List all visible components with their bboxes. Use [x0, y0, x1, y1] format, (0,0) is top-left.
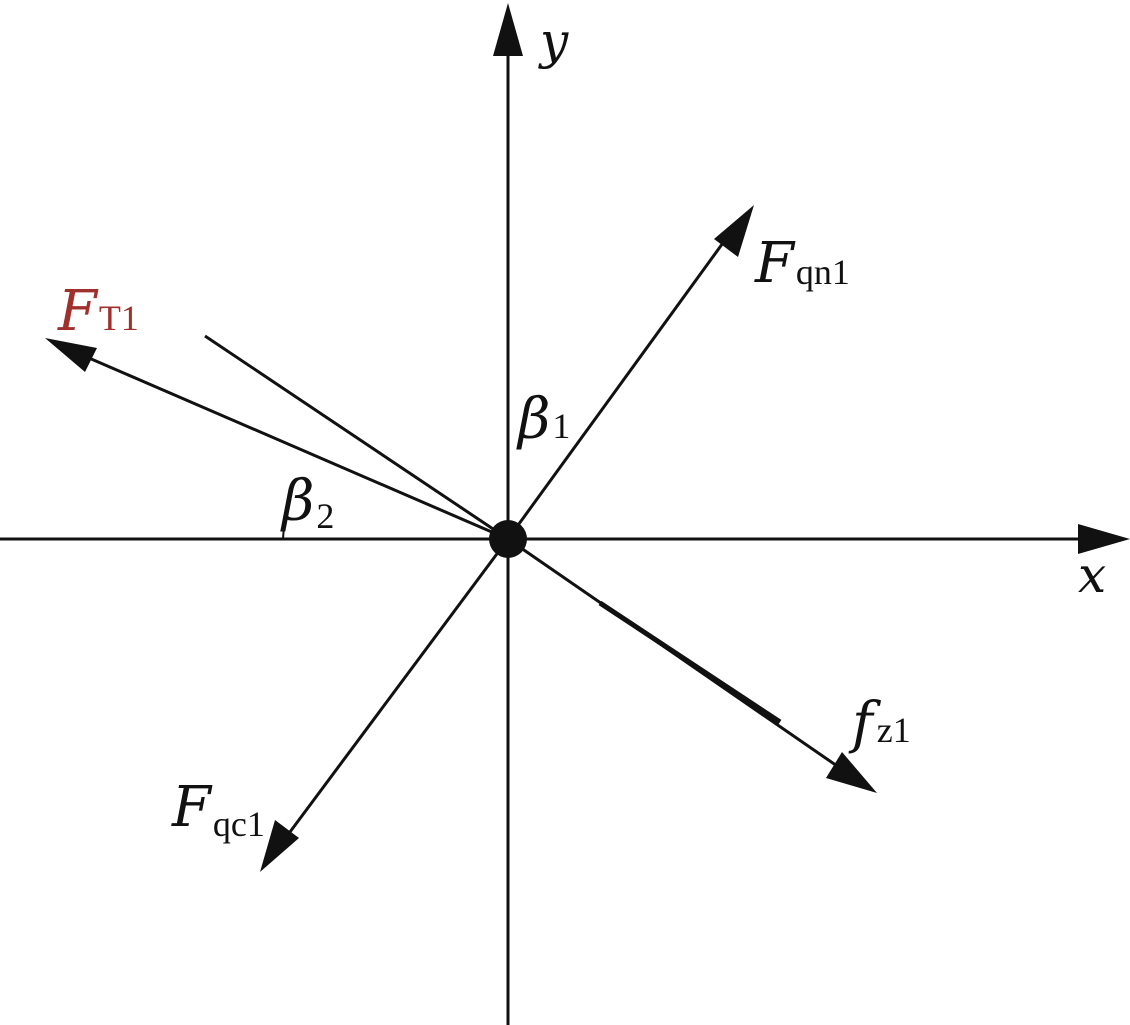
origin-point: [489, 520, 527, 558]
beta2-label: β2: [280, 469, 334, 536]
fqn1-symbol: F: [754, 231, 796, 296]
fqn1-arrowhead: [714, 205, 754, 257]
x-axis-label: x: [1078, 546, 1106, 604]
fqc1-subscript: qc1: [213, 804, 265, 844]
fqc1-arrowhead: [260, 820, 299, 872]
beta1-symbol: β: [516, 387, 550, 452]
ft1-label: FT1: [57, 279, 139, 344]
fz1-vector-thick: [598, 600, 782, 725]
fz1-subscript: z1: [877, 710, 911, 750]
beta1-label: β1: [516, 387, 570, 452]
fz1-arrowhead: [826, 752, 877, 793]
fqc1-vector: [282, 538, 510, 841]
fqn1-subscript: qn1: [796, 252, 850, 292]
beta1-subscript: 1: [552, 406, 570, 446]
fqn1-label: Fqn1: [754, 231, 850, 296]
fqc1-label: Fqc1: [171, 775, 265, 844]
y-axis-label: y: [538, 12, 569, 70]
beta2-symbol: β: [280, 469, 314, 534]
reference-line: [204, 334, 509, 541]
ft1-vector: [81, 353, 509, 541]
beta2-arc: [282, 490, 292, 540]
ft1-arrowhead: [45, 338, 97, 372]
x-axis-arrowhead: [1078, 524, 1130, 554]
y-axis-arrowhead: [493, 3, 523, 56]
fqn1-vector: [506, 235, 730, 540]
beta2-subscript: 2: [316, 496, 334, 536]
ft1-symbol: F: [57, 279, 99, 344]
fqc1-symbol: F: [171, 775, 213, 840]
ft1-subscript: T1: [99, 298, 139, 338]
